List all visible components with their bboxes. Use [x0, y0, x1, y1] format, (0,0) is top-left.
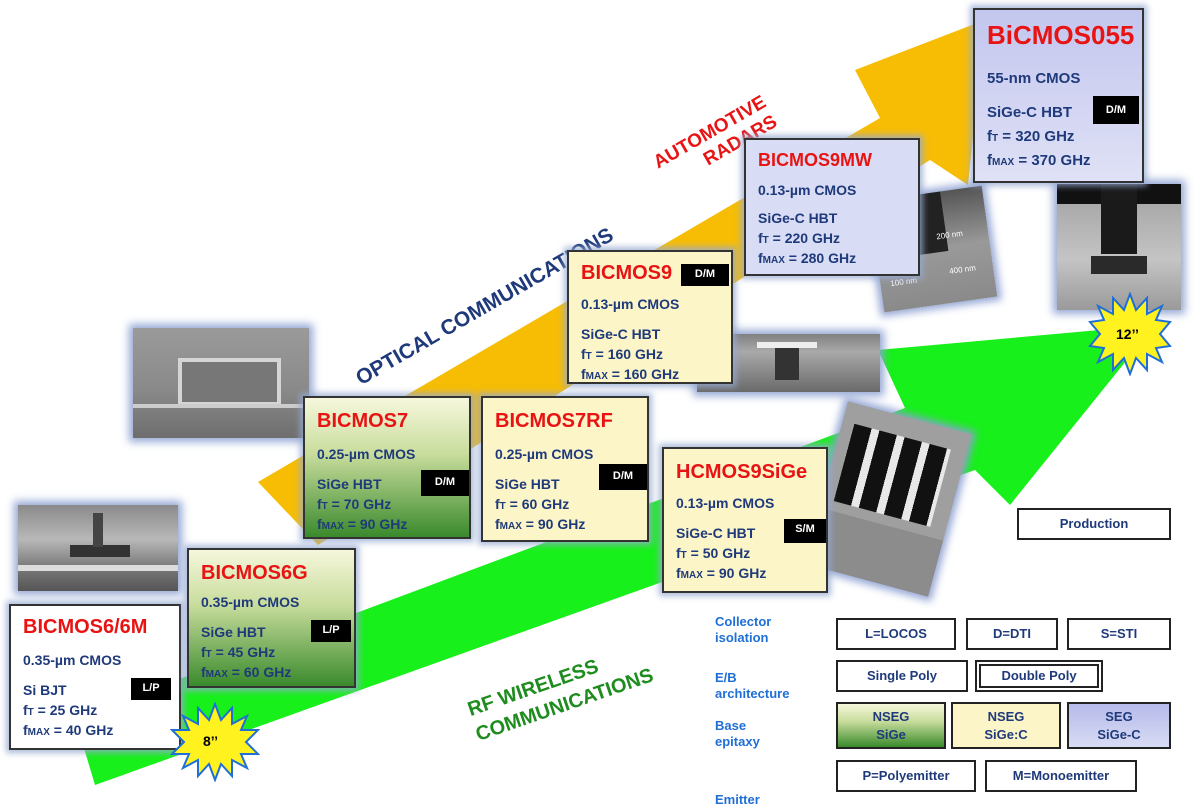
ft-value: fT = 70 GHz — [317, 496, 392, 512]
fmax-value: fMAX = 160 GHz — [581, 366, 680, 382]
legend-dti: D=DTI — [966, 618, 1058, 650]
bicmos7-sem-photo — [133, 328, 309, 438]
tech-name: HCMOS9SiGe — [676, 461, 808, 483]
ft-value: fT = 60 GHz — [495, 496, 570, 512]
cmos-node: 0.13-µm CMOS — [676, 495, 775, 511]
legend-polyemitter: P=Polyemitter — [836, 760, 976, 792]
tag-badge: L/P — [131, 678, 171, 700]
tech-bicmos6-6m: BICMOS6/6M 0.35-µm CMOS Si BJT fT = 25 G… — [9, 604, 181, 750]
device-type: SiGe-C HBT — [676, 525, 756, 541]
device-type: SiGe HBT — [317, 476, 382, 492]
tech-name: BICMOS9 — [581, 262, 673, 284]
fmax-value: fMAX = 280 GHz — [758, 250, 857, 266]
ft-value: fT = 320 GHz — [987, 128, 1075, 145]
device-type: SiGe-C HBT — [987, 104, 1073, 121]
tag-badge: D/M — [1093, 96, 1139, 124]
fmax-value: fMAX = 90 GHz — [317, 516, 408, 532]
legend-locos: L=LOCOS — [836, 618, 956, 650]
ft-value: fT = 220 GHz — [758, 230, 840, 246]
fmax-value: fMAX = 90 GHz — [676, 565, 767, 581]
device-type: SiGe HBT — [495, 476, 560, 492]
wafer-12-inch-star — [1088, 292, 1172, 376]
ft-value: fT = 45 GHz — [201, 644, 276, 660]
tech-bicmos055: BiCMOS055 55-nm CMOS SiGe-C HBT fT = 320… — [973, 8, 1144, 183]
tech-name: BICMOS9MW — [758, 150, 872, 170]
tech-name: BICMOS6/6M — [23, 616, 148, 638]
tag-badge: D/M — [599, 464, 647, 490]
scale-400nm: 400 nm — [948, 263, 977, 276]
device-type: SiGe-C HBT — [581, 326, 661, 342]
ft-value: fT = 160 GHz — [581, 346, 663, 362]
device-type: Si BJT — [23, 682, 67, 698]
wafer-8-inch-star — [170, 702, 260, 782]
fmax-value: fMAX = 60 GHz — [201, 664, 292, 680]
cmos-node: 0.13-µm CMOS — [581, 296, 680, 312]
tag-badge: D/M — [421, 470, 469, 496]
tech-name: BICMOS7RF — [495, 410, 613, 432]
ft-value: fT = 50 GHz — [676, 545, 751, 561]
fmax-value: fMAX = 90 GHz — [495, 516, 586, 532]
legend-sti: S=STI — [1067, 618, 1171, 650]
ft-value: fT = 25 GHz — [23, 702, 98, 718]
cmos-node: 0.35-µm CMOS — [23, 652, 122, 668]
tech-name: BICMOS6G — [201, 562, 308, 584]
tech-bicmos6g: BICMOS6G 0.35-µm CMOS SiGe HBT fT = 45 G… — [187, 548, 356, 688]
cmos-node: 0.35-µm CMOS — [201, 594, 300, 610]
tech-bicmos9: BICMOS9 0.13-µm CMOS SiGe-C HBT fT = 160… — [567, 250, 733, 384]
device-type: SiGe HBT — [201, 624, 266, 640]
tech-name: BICMOS7 — [317, 410, 409, 432]
scale-100nm: 100 nm — [889, 275, 918, 289]
tag-badge: D/M — [681, 264, 729, 286]
tech-name: BiCMOS055 — [987, 20, 1135, 50]
tag-badge: S/M — [784, 519, 826, 543]
bicmos6-sem-photo — [18, 505, 178, 591]
fmax-value: fMAX = 370 GHz — [987, 152, 1091, 169]
cmos-node: 0.13-µm CMOS — [758, 182, 857, 198]
legend-single-poly: Single Poly — [836, 660, 968, 692]
cmos-node: 55-nm CMOS — [987, 70, 1081, 87]
tech-bicmos7rf: BICMOS7RF 0.25-µm CMOS SiGe HBT fT = 60 … — [481, 396, 649, 542]
cmos-node: 0.25-µm CMOS — [317, 446, 416, 462]
emitter-label: Emitter — [715, 792, 760, 807]
cmos-node: 0.25-µm CMOS — [495, 446, 594, 462]
tech-bicmos9mw: BICMOS9MW 0.13-µm CMOS SiGe-C HBT fT = 2… — [744, 138, 920, 276]
tech-bicmos7: BICMOS7 0.25-µm CMOS SiGe HBT fT = 70 GH… — [303, 396, 471, 539]
tech-hcmos9sige: HCMOS9SiGe 0.13-µm CMOS SiGe-C HBT fT = … — [662, 447, 828, 593]
wafer-8-label: 8’’ — [203, 733, 219, 749]
device-type: SiGe-C HBT — [758, 210, 838, 226]
bicmos055-sem-photo — [1057, 184, 1181, 310]
legend-double-poly: Double Poly — [975, 660, 1103, 692]
fmax-value: fMAX = 40 GHz — [23, 722, 114, 738]
production-legend-box: Production — [1017, 508, 1171, 540]
wafer-12-label: 12’’ — [1116, 326, 1139, 342]
legend-monoemitter: M=Monoemitter — [985, 760, 1137, 792]
tag-badge: L/P — [311, 620, 351, 642]
